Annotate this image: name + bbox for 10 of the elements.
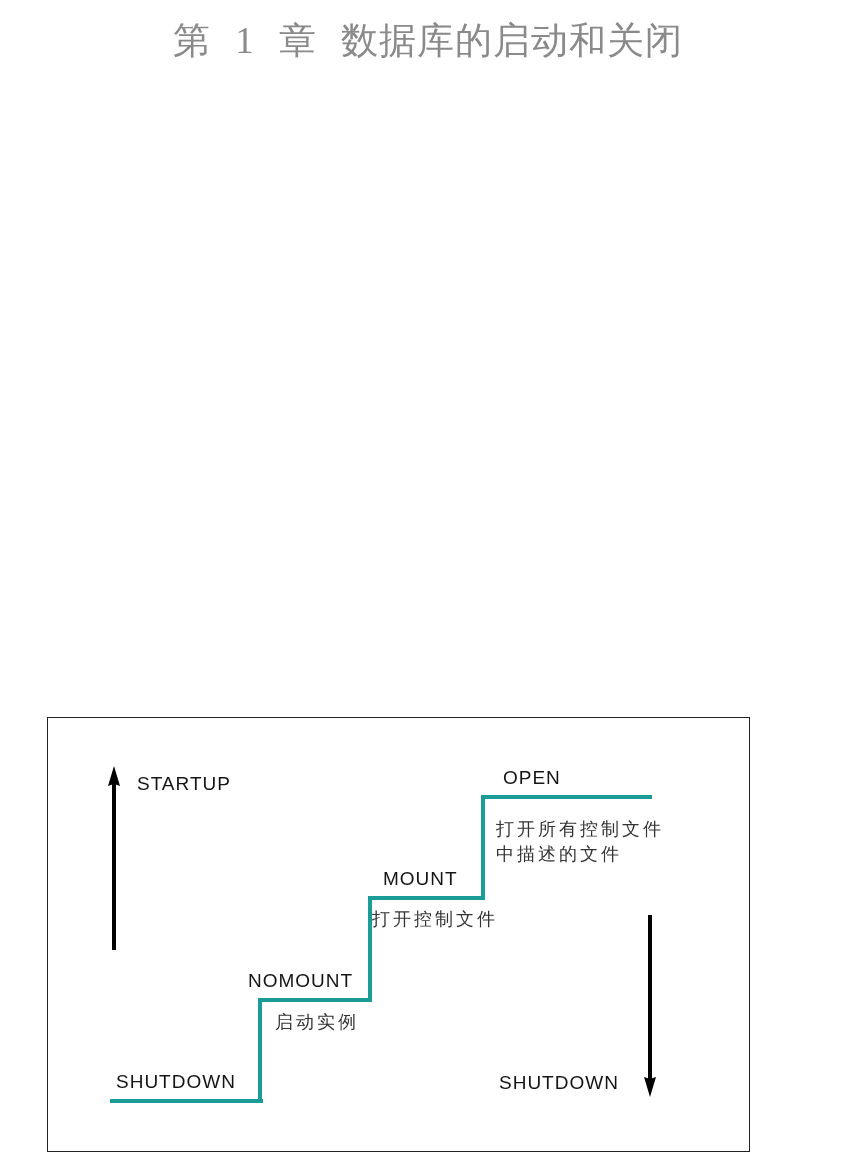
state-description: 启动实例 (275, 1011, 359, 1034)
direction-label: STARTUP (137, 773, 231, 795)
state-description: 打开所有控制文件中描述的文件 (496, 818, 665, 866)
chapter-heading: 第 1 章 数据库的启动和关闭 (172, 19, 684, 63)
state-label: OPEN (503, 766, 561, 789)
state-label: MOUNT (383, 867, 458, 890)
state-description: 打开控制文件 (372, 908, 498, 931)
state-label: NOMOUNT (248, 969, 354, 992)
state-label: SHUTDOWN (116, 1070, 236, 1093)
direction-label: SHUTDOWN (499, 1072, 619, 1094)
